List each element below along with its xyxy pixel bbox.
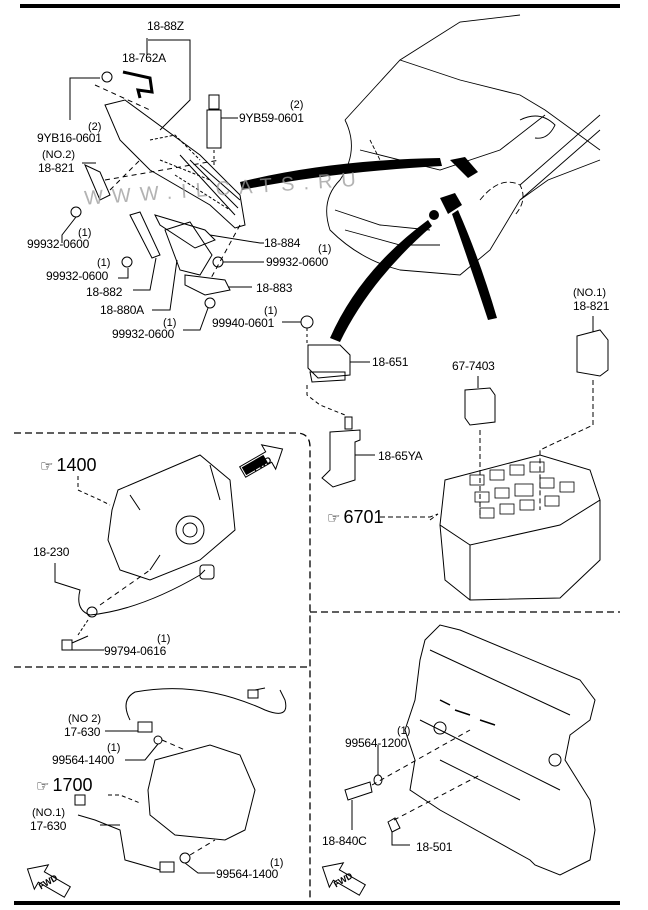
part-label-18-762A[interactable]: 18-762A [122, 51, 166, 65]
part-label-18-501[interactable]: 18-501 [416, 840, 453, 854]
fwd-arrow-panel-engine [321, 862, 367, 896]
pointing-hand-icon: ☞ [40, 458, 54, 475]
part-label-18-821-no2[interactable]: 18-821 [38, 161, 75, 175]
fwd-arrow-panel-1400 [238, 444, 284, 478]
part-label-18-230[interactable]: 18-230 [33, 545, 70, 559]
ecu-bracket-assembly [61, 38, 314, 345]
relay-67-7403-group [464, 376, 496, 515]
part-label-99564-1400-b[interactable]: 99564-1400 [216, 867, 279, 881]
transmission-1400-illustration [54, 454, 236, 651]
reference-6701[interactable]: ☞6701 [327, 508, 384, 528]
part-label-18-651[interactable]: 18-651 [372, 355, 409, 369]
part-note-18-821-no1: (NO.1) [573, 287, 606, 299]
part-label-99940-0601[interactable]: 99940-0601 [212, 316, 275, 330]
part-qty-99932-0600-c: (1) [163, 317, 177, 329]
part-label-18-883[interactable]: 18-883 [256, 281, 293, 295]
part-qty-9YB59-0601: (2) [290, 99, 304, 111]
reference-1400-label: 1400 [56, 455, 97, 475]
part-label-17-630-no2[interactable]: 17-630 [64, 725, 101, 739]
part-note-18-821-no2: (NO.2) [42, 149, 75, 161]
part-label-99932-0600-a[interactable]: 99932-0600 [27, 237, 90, 251]
panel-dividers [14, 432, 620, 903]
fuse-box [380, 454, 601, 601]
relay-18-821-no1-group [539, 316, 609, 510]
car-illustration [326, 14, 601, 276]
reference-1700[interactable]: ☞1700 [36, 776, 93, 796]
part-qty-99564-1200: (1) [397, 725, 411, 737]
part-label-99932-0600-d[interactable]: 99932-0600 [266, 255, 329, 269]
relay-18-651-group [306, 344, 375, 488]
part-label-99932-0600-b[interactable]: 99932-0600 [46, 269, 109, 283]
part-qty-99932-0600-d: (1) [318, 243, 332, 255]
part-label-18-821-no1[interactable]: 18-821 [573, 299, 610, 313]
part-label-9YB59-0601[interactable]: 9YB59-0601 [239, 111, 304, 125]
part-label-99794-0616[interactable]: 99794-0616 [104, 644, 167, 658]
part-label-99932-0600-c[interactable]: 99932-0600 [112, 327, 175, 341]
part-qty-99932-0600-a: (1) [78, 227, 92, 239]
part-label-9YB16-0601[interactable]: 9YB16-0601 [37, 131, 102, 145]
pointing-hand-icon: ☞ [36, 778, 50, 795]
transmission-1700-illustration [74, 687, 287, 874]
part-label-18-884[interactable]: 18-884 [264, 236, 301, 250]
part-label-99564-1200[interactable]: 99564-1200 [345, 736, 408, 750]
engine-block-illustration [344, 624, 596, 876]
part-qty-99940-0601: (1) [264, 305, 278, 317]
reference-1700-label: 1700 [52, 775, 93, 795]
part-note-17-630-no1: (NO.1) [32, 807, 65, 819]
part-note-17-630-no2: (NO 2) [68, 713, 101, 725]
part-label-18-840C[interactable]: 18-840C [322, 834, 367, 848]
fwd-arrow-panel-1700 [26, 864, 72, 898]
part-label-18-65YA[interactable]: 18-65YA [378, 449, 423, 463]
part-qty-99932-0600-b: (1) [97, 257, 111, 269]
part-qty-9YB16-0601: (2) [88, 121, 102, 133]
part-label-18-880A[interactable]: 18-880A [100, 303, 144, 317]
pointing-hand-icon: ☞ [327, 510, 341, 527]
reference-6701-label: 6701 [343, 507, 384, 527]
part-label-99564-1400-a[interactable]: 99564-1400 [52, 753, 115, 767]
part-qty-99564-1400-b: (1) [270, 857, 284, 869]
part-label-18-88Z[interactable]: 18-88Z [147, 19, 184, 33]
reference-1400[interactable]: ☞1400 [40, 456, 97, 476]
part-qty-99794-0616: (1) [157, 633, 171, 645]
location-pointers [240, 157, 497, 342]
part-label-17-630-no1[interactable]: 17-630 [30, 819, 67, 833]
part-label-18-882[interactable]: 18-882 [86, 285, 123, 299]
part-qty-99564-1400-a: (1) [107, 742, 121, 754]
part-label-67-7403[interactable]: 67-7403 [452, 359, 495, 373]
